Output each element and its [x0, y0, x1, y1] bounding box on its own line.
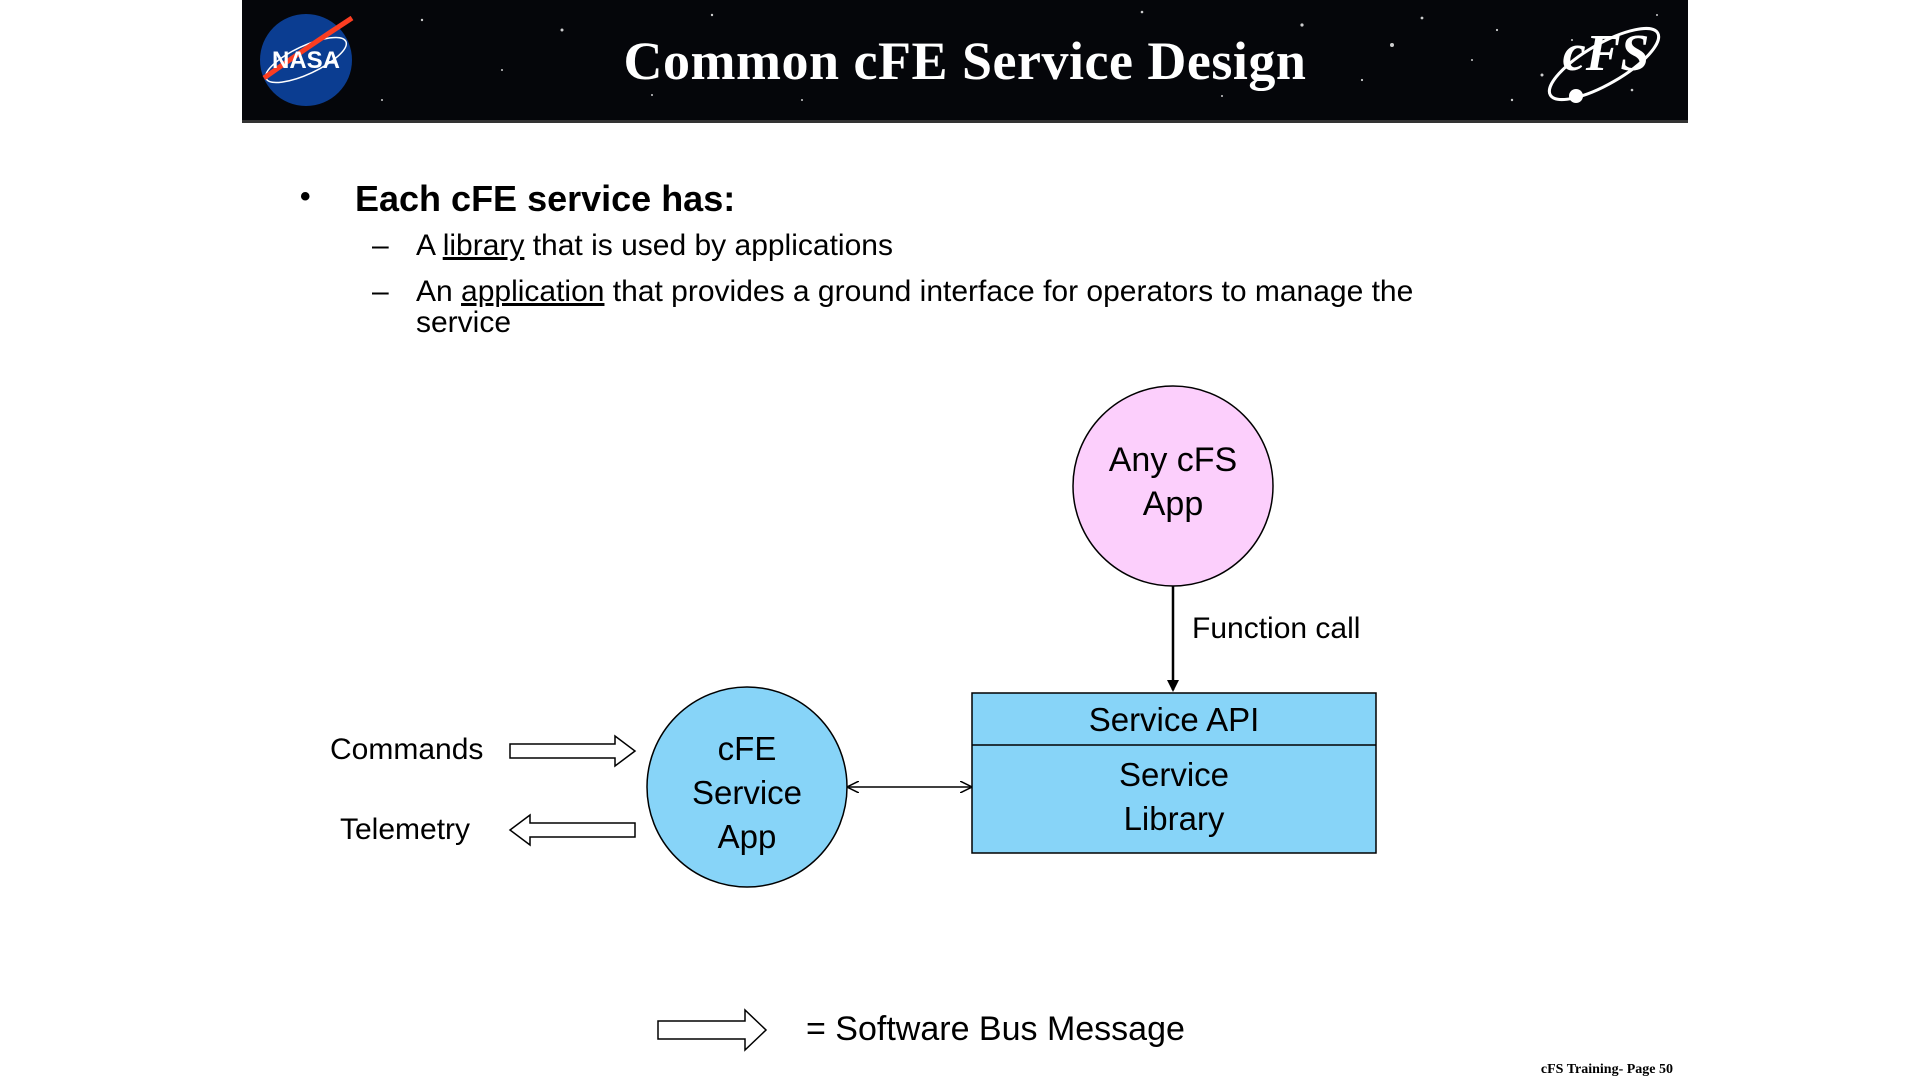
main-bullet-text: Each cFE service has:	[355, 178, 736, 219]
slide-title: Common cFE Service Design	[623, 31, 1307, 91]
svg-text:NASA: NASA	[272, 47, 340, 74]
svg-text:cFS: cFS	[1563, 25, 1650, 82]
title-banner: NASA Common cFE Service Design cFS	[242, 0, 1688, 123]
legend-bus-arrow	[657, 1008, 768, 1052]
cfs-logo: cFS	[1547, 25, 1661, 103]
bullet-dot: •	[300, 180, 311, 213]
service-box	[971, 692, 1377, 854]
starfield-background	[381, 10, 1658, 102]
nasa-logo: NASA	[260, 14, 354, 106]
library-term: library	[442, 229, 525, 262]
service-api-label: Service API	[1088, 701, 1260, 738]
legend-label: = Software Bus Message	[806, 1010, 1185, 1048]
commands-bus-arrow	[509, 734, 637, 768]
page-footer: cFS Training- Page 50	[1540, 1062, 1673, 1077]
commands-label: Commands	[330, 733, 484, 766]
function-call-label: Function call	[1192, 612, 1361, 645]
telemetry-bus-arrow	[508, 813, 636, 847]
telemetry-label: Telemetry	[340, 813, 471, 846]
application-term: application	[461, 275, 605, 308]
